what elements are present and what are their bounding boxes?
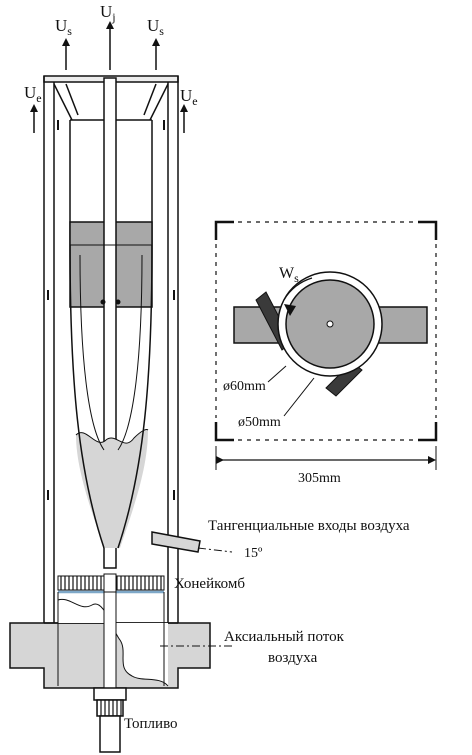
lower-plenum (9, 591, 232, 689)
fuel-pipe (93, 687, 127, 753)
width-dimension-label: 305mm (298, 471, 341, 486)
axial-flow-label-line1: Аксиальный поток (224, 629, 345, 645)
ue-left-label: Ue (24, 83, 42, 105)
fuel-label: Топливо (124, 716, 178, 732)
us-left-label: Us (55, 16, 72, 38)
diameter-50-label: ø50mm (238, 415, 281, 430)
ue-right-label: Ue (180, 86, 198, 108)
angle-label: 15º (244, 546, 263, 561)
honeycomb-label: Хонейкомб (174, 576, 245, 592)
top-velocity-arrows (30, 21, 188, 133)
axial-flow-label-line2: воздуха (268, 650, 318, 666)
us-right-label: Us (147, 16, 164, 38)
diameter-60-label: ø60mm (223, 379, 266, 394)
tangential-inlet-label: Тангенциальные входы воздуха (208, 518, 410, 534)
ws-label: Ws (279, 265, 299, 285)
nozzle-fill (76, 429, 148, 548)
swirler-inset (214, 220, 438, 470)
nozzle-wall-left (69, 244, 105, 549)
tangential-inlet (151, 531, 233, 553)
uj-label: Uj (100, 2, 116, 24)
nozzle-wall-right (117, 244, 153, 549)
honeycomb (57, 573, 165, 594)
